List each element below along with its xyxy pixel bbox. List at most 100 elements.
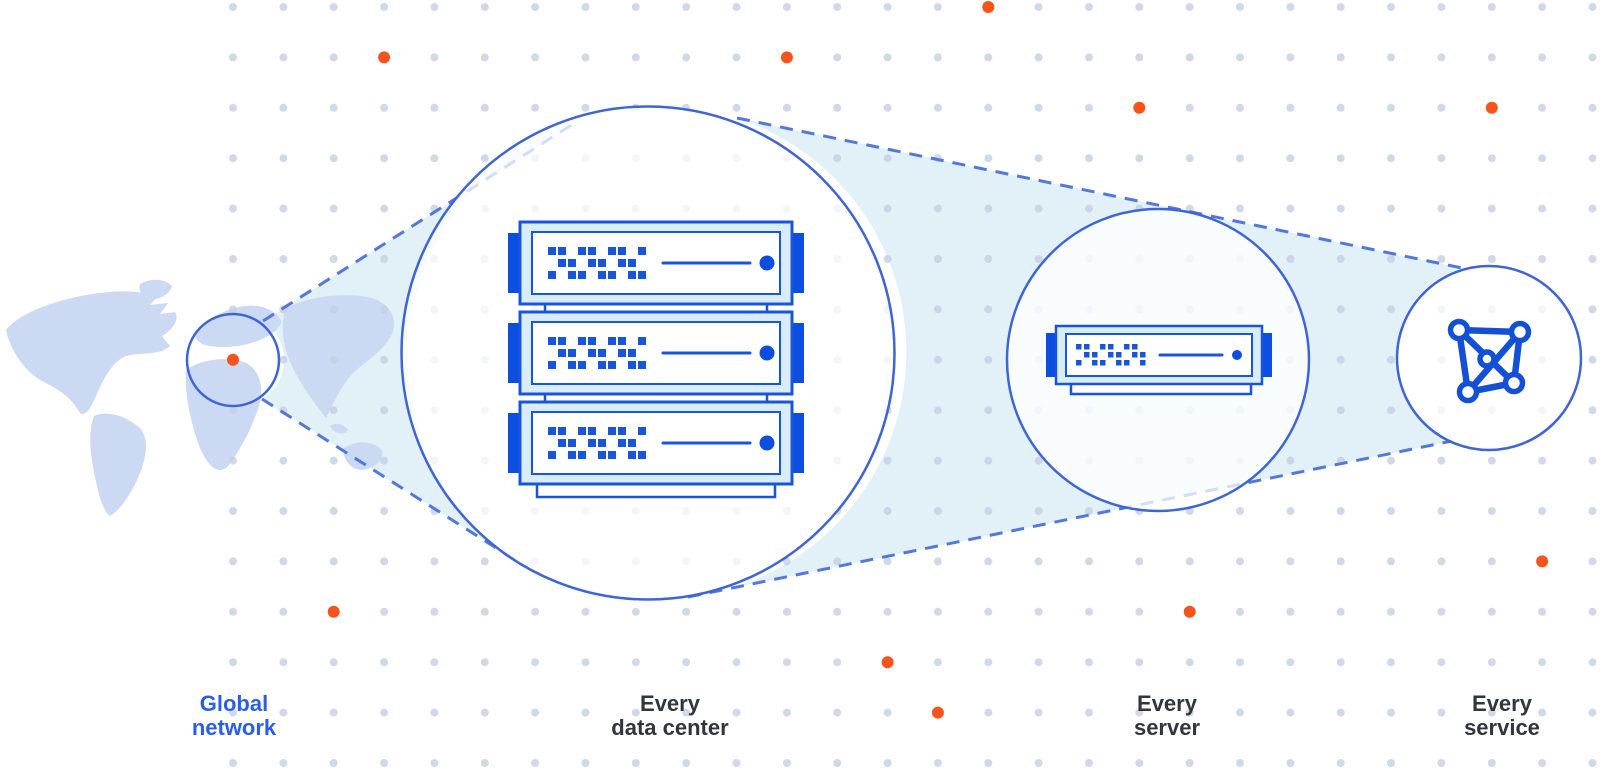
world-map-icon	[6, 279, 394, 516]
server-icon	[1046, 324, 1272, 396]
grid-dot	[933, 355, 942, 364]
vent-dot	[548, 451, 556, 459]
grid-dot	[1034, 507, 1043, 515]
grid-dot	[1085, 708, 1093, 717]
grid-dot	[1588, 355, 1597, 364]
grid-dot	[631, 3, 640, 11]
label-line: server	[1133, 715, 1201, 740]
grid-dot	[1185, 154, 1194, 163]
grid-dot	[1336, 305, 1345, 314]
grid-dot	[329, 53, 338, 62]
grid-dot	[329, 708, 338, 717]
grid-dot	[1487, 3, 1496, 11]
grid-dot	[229, 658, 237, 667]
accent-orange-dot	[1536, 555, 1549, 568]
vent-dot	[608, 427, 616, 435]
grid-dot	[581, 3, 590, 11]
grid-dot	[279, 154, 288, 163]
network-node-center	[1477, 349, 1497, 369]
grid-dot	[1034, 456, 1043, 465]
grid-dot	[682, 759, 691, 767]
accent-orange-dot	[1183, 605, 1196, 618]
grid-dot	[1336, 607, 1345, 616]
vent-dot	[598, 451, 606, 459]
dashed-edge-lower-left	[261, 397, 516, 562]
grid-dot	[531, 53, 540, 62]
grid-dot	[329, 456, 338, 465]
server-led	[759, 435, 775, 451]
grid-dot	[430, 557, 439, 566]
grid-dot	[631, 53, 640, 62]
vent-dot	[568, 361, 576, 369]
grid-dot	[1135, 3, 1144, 11]
grid-dot	[329, 103, 338, 112]
grid-dot	[883, 3, 892, 11]
grid-dot	[883, 53, 892, 62]
grid-dot	[933, 456, 942, 465]
grid-dot	[1286, 255, 1295, 263]
grid-dot	[1437, 255, 1446, 263]
vent-dot	[588, 247, 596, 255]
grid-dot	[984, 204, 993, 213]
grid-dot	[1538, 759, 1547, 767]
accent-orange-dot	[982, 1, 995, 13]
server-unit	[508, 400, 804, 486]
grid-dot	[581, 759, 590, 767]
vent-dot	[1140, 360, 1146, 366]
grid-dot	[1034, 53, 1043, 62]
grid-dot	[329, 305, 338, 314]
grid-dot	[329, 557, 338, 566]
grid-dot	[279, 204, 288, 213]
grid-dot	[1135, 658, 1144, 667]
vent-dot	[638, 361, 646, 369]
grid-dot	[1487, 658, 1496, 667]
grid-dot	[1286, 507, 1295, 515]
grid-dot	[1437, 607, 1446, 616]
grid-dot	[279, 557, 288, 566]
grid-dot	[631, 759, 640, 767]
grid-dot	[480, 759, 489, 767]
grid-dot	[933, 53, 942, 62]
grid-dot	[1135, 53, 1144, 62]
grid-dot	[329, 355, 338, 364]
grid-dot	[732, 759, 741, 767]
label-line: Every	[1137, 691, 1197, 716]
grid-dot	[1085, 154, 1093, 163]
vent-dot	[1124, 360, 1130, 366]
vent-dot	[578, 271, 586, 279]
vent-dot	[598, 259, 606, 267]
grid-dot	[1286, 708, 1295, 717]
vent-dot	[608, 271, 616, 279]
grid-dot	[1185, 103, 1194, 112]
grid-dot	[279, 355, 288, 364]
grid-dot	[329, 759, 338, 767]
server-unit	[1046, 324, 1272, 386]
grid-dot	[531, 3, 540, 11]
vent-dot	[558, 439, 566, 447]
grid-dot	[1588, 154, 1597, 163]
grid-dot	[1588, 3, 1597, 11]
grid-dot	[380, 3, 389, 11]
vent-dot	[558, 349, 566, 357]
grid-dot	[1437, 103, 1446, 112]
grid-dot	[229, 708, 237, 717]
grid-dot	[329, 255, 338, 263]
grid-dot	[1487, 607, 1496, 616]
server-led	[759, 255, 775, 271]
label-line: network	[191, 715, 277, 740]
grid-dot	[1437, 507, 1446, 515]
grid-dot	[1336, 507, 1345, 515]
grid-dot	[1387, 103, 1395, 112]
vent-dot	[568, 259, 576, 267]
grid-dot	[279, 53, 288, 62]
network-node	[1502, 371, 1526, 395]
vent-dot	[578, 247, 586, 255]
vent-dot	[1076, 360, 1082, 366]
grid-dot	[984, 607, 993, 616]
accent-orange-dot	[780, 51, 793, 64]
grid-dot	[279, 103, 288, 112]
grid-dot	[279, 708, 288, 717]
grid-dot	[229, 456, 237, 465]
grid-dot	[480, 53, 489, 62]
grid-dot	[1538, 53, 1547, 62]
